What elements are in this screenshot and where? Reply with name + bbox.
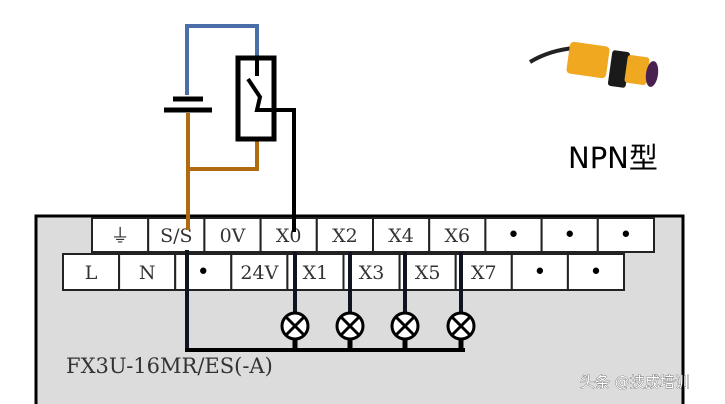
indicator-lamp-icon	[335, 311, 365, 341]
top_row-terminal	[540, 217, 599, 253]
photoelectric-sensor-image	[528, 41, 659, 88]
terminal-label: 0V	[220, 225, 246, 247]
top_row-terminal	[372, 217, 431, 253]
terminal-label: X0	[276, 225, 302, 247]
terminal-label: X4	[388, 225, 414, 247]
brown-wire-sensor	[188, 140, 259, 171]
terminal-label: L	[85, 262, 98, 284]
top_row-terminal	[428, 217, 487, 253]
watermark: 头条 @技成培训	[580, 373, 690, 391]
plc-model-label: FX3U-16MR/ES(-A)	[66, 354, 273, 378]
top_row-terminal	[91, 217, 150, 253]
terminal-label: ⏚	[111, 225, 130, 247]
terminal-label: S/S	[160, 225, 192, 247]
top_row-terminal	[596, 217, 655, 253]
top_row-terminal	[484, 217, 543, 253]
terminal-label: X5	[415, 262, 441, 284]
terminal-label: •	[589, 260, 602, 285]
switch-blade	[246, 77, 263, 112]
top_row-terminal	[315, 217, 374, 253]
bottom_row-terminal	[454, 253, 513, 291]
indicator-lamp-icon	[446, 311, 476, 341]
top_row-terminal	[259, 217, 318, 253]
bottom_row-terminal	[398, 253, 457, 291]
terminal-label: •	[533, 260, 546, 285]
terminal-label: X1	[303, 262, 329, 284]
indicator-lamp-icon	[390, 311, 420, 341]
sensor-type-label: NPN型	[568, 141, 658, 175]
bottom_row-terminal	[566, 253, 626, 291]
terminal-label: X7	[471, 262, 497, 284]
terminal-label: •	[563, 223, 576, 248]
bottom_row-terminal	[510, 253, 569, 291]
terminal-label: •	[197, 260, 210, 285]
indicator-lamp-icon	[280, 311, 310, 341]
bottom_row-terminal	[118, 253, 177, 291]
terminal-label: X6	[444, 225, 470, 247]
black-wire	[260, 108, 296, 232]
terminal-label: •	[619, 223, 632, 248]
top_row-terminal	[203, 217, 262, 253]
terminal-label: X2	[332, 225, 358, 247]
terminal-label: •	[507, 223, 520, 248]
top_row-terminal	[147, 217, 206, 253]
terminal-label: N	[139, 262, 156, 284]
blue-wire	[185, 24, 259, 95]
bottom_row-terminal	[342, 253, 401, 291]
terminal-label: X3	[359, 262, 385, 284]
bottom_row-terminal	[62, 253, 121, 291]
terminal-label: 24V	[240, 262, 278, 284]
